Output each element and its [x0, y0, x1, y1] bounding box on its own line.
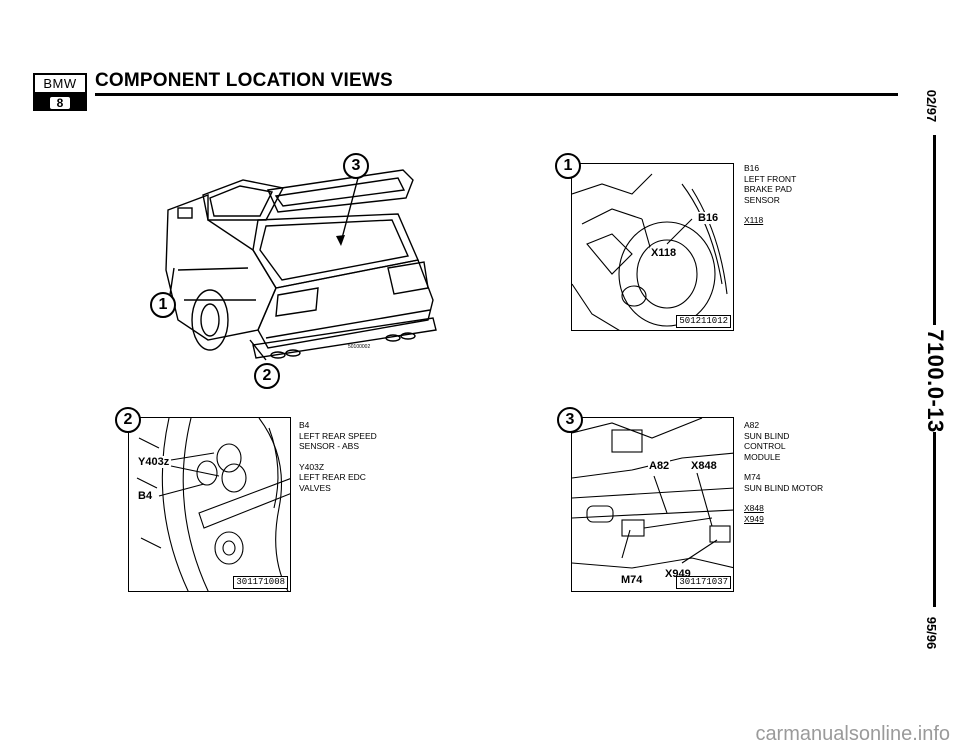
date-bottom: 95/96: [924, 616, 939, 650]
fig2-callout: 2: [115, 407, 141, 433]
page-number: 7100.0-13: [923, 329, 948, 433]
label-y403z: Y403z: [137, 456, 171, 468]
label-x848: X848: [690, 460, 718, 472]
overview-ref-number: 50100002: [348, 344, 370, 350]
figure-2-rear-speed-sensor: Y403z B4 301171008: [128, 417, 291, 592]
fig3-legend: A82 SUN BLIND CONTROL MODULE M74 SUN BLI…: [744, 420, 864, 524]
car-overview-illustration: 50100002 3 1 2: [148, 150, 443, 390]
header-rule: [95, 93, 898, 96]
figure-3-sun-blind: A82 X848 M74 X949 301171037: [571, 417, 734, 592]
date-top: 02/97: [924, 89, 939, 123]
margin-rule-bottom: [933, 432, 936, 607]
legend-code-y403z: Y403z: [299, 461, 325, 472]
legend-code-m74: M74: [744, 472, 761, 482]
fig3-callout: 3: [557, 407, 583, 433]
legend-code-x848: X848: [744, 503, 764, 513]
margin-rule-top: [933, 135, 936, 325]
fig2-legend: B4 LEFT REAR SPEED SENSOR - ABS Y403z LE…: [299, 420, 409, 493]
page-title: COMPONENT LOCATION VIEWS: [95, 70, 393, 91]
fig3-ref-number: 301171037: [676, 576, 731, 589]
bmw-logo: BMW 8: [33, 73, 87, 111]
fig2-ref-number: 301171008: [233, 576, 288, 589]
label-x118: X118: [650, 247, 678, 259]
figure-1-brake-pad-sensor: B16 X118 501211012: [571, 163, 734, 331]
fig1-ref-number: 501211012: [676, 315, 731, 328]
sun-blind-drawing: [572, 418, 733, 569]
logo-top-text: BMW: [35, 75, 85, 94]
logo-series-number: 8: [49, 96, 71, 109]
car-rear-drawing: 50100002: [165, 169, 437, 361]
label-a82: A82: [648, 460, 671, 472]
rear-wheel-drawing: [136, 418, 290, 591]
overview-callout-1: 1: [150, 292, 176, 318]
label-m74: M74: [620, 574, 644, 586]
overview-callout-3: 3: [343, 153, 369, 179]
legend-code-a82: A82: [744, 420, 760, 430]
watermark: carmanualsonline.info: [755, 723, 950, 745]
legend-code-b4: B4: [299, 420, 310, 430]
legend-code-x118: X118: [744, 215, 764, 225]
label-b16: B16: [697, 212, 720, 224]
fig1-callout: 1: [555, 153, 581, 179]
overview-callout-2: 2: [254, 363, 280, 389]
label-b4: B4: [137, 490, 154, 502]
fig1-legend: B16 LEFT FRONT BRAKE PAD SENSOR X118: [744, 163, 854, 226]
legend-code-b16: B16: [744, 163, 760, 173]
legend-code-x949: X949: [744, 513, 764, 524]
